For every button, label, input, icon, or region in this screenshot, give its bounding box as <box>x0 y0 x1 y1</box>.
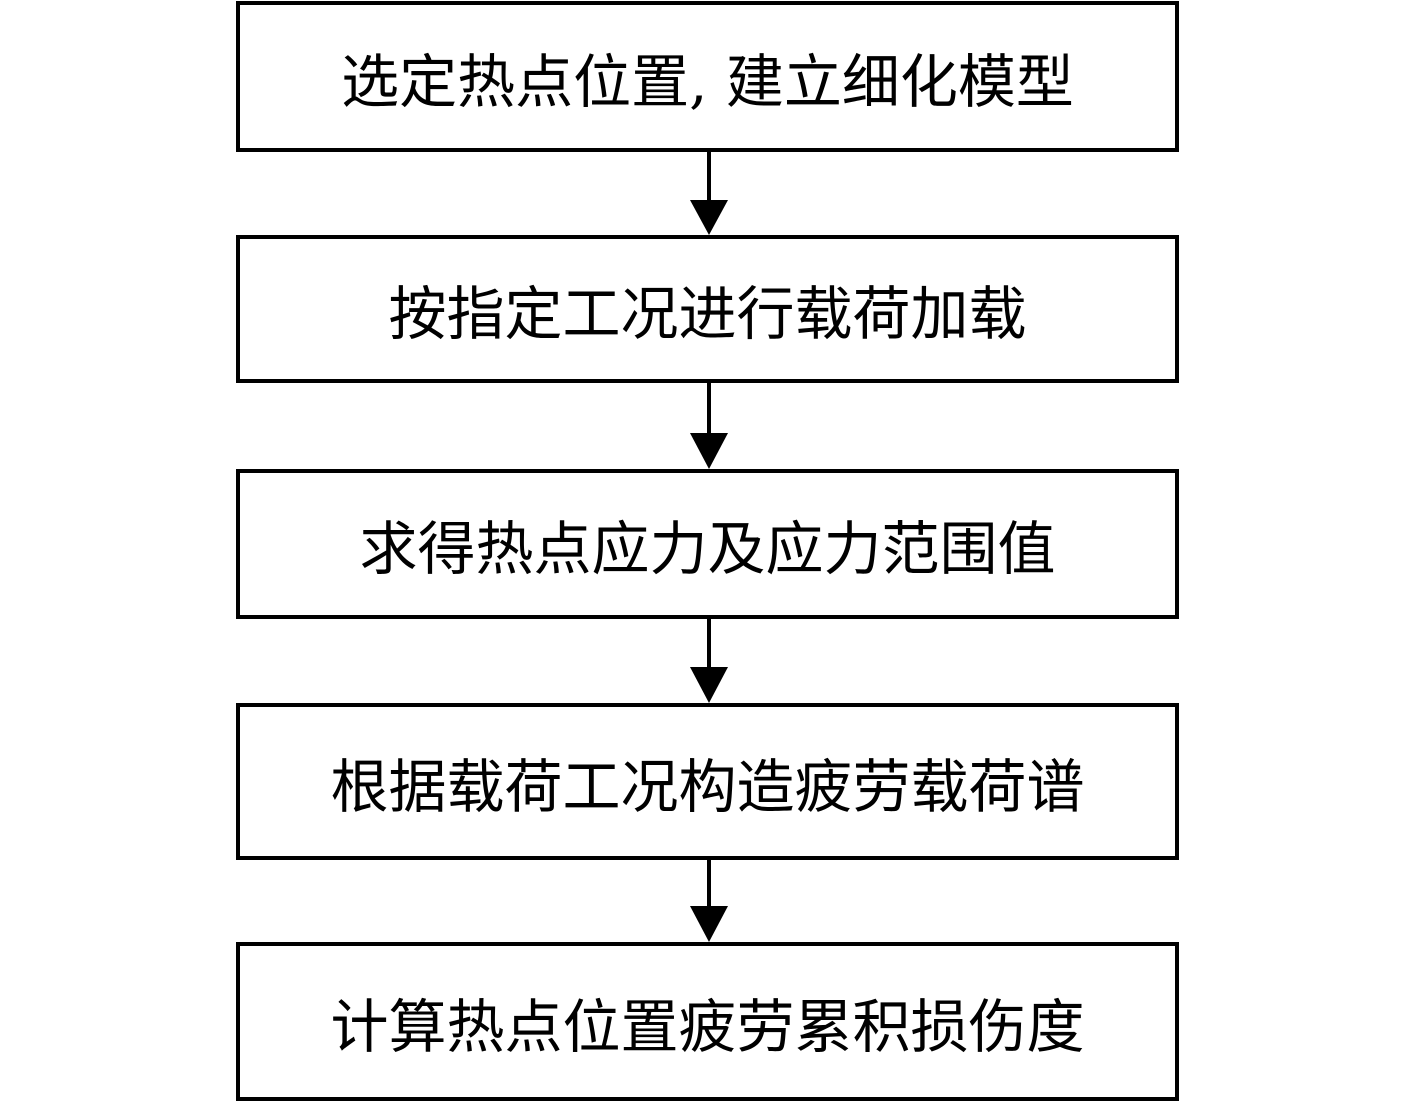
step-label: 计算热点位置疲劳累积损伤度 <box>330 992 1085 1061</box>
flow-arrow-down <box>690 856 728 942</box>
step-box-hotspot-stress: 求得热点应力及应力范围值 <box>236 469 1179 619</box>
step-box-apply-load: 按指定工况进行载荷加载 <box>236 235 1179 383</box>
step-label: 按指定工况进行载荷加载 <box>388 280 1027 348</box>
step-box-fatigue-spectrum: 根据载荷工况构造疲劳载荷谱 <box>236 703 1179 860</box>
flow-arrow-down <box>690 383 728 469</box>
flow-arrow-down <box>690 152 728 235</box>
step-box-cumulative-damage: 计算热点位置疲劳累积损伤度 <box>236 942 1179 1101</box>
step-label: 选定热点位置, 建立细化模型 <box>341 47 1074 116</box>
step-box-select-hotspot: 选定热点位置, 建立细化模型 <box>236 1 1179 152</box>
flow-arrow-down <box>690 619 728 703</box>
step-label: 求得热点应力及应力范围值 <box>359 515 1056 583</box>
step-label: 根据载荷工况构造疲劳载荷谱 <box>330 752 1085 821</box>
